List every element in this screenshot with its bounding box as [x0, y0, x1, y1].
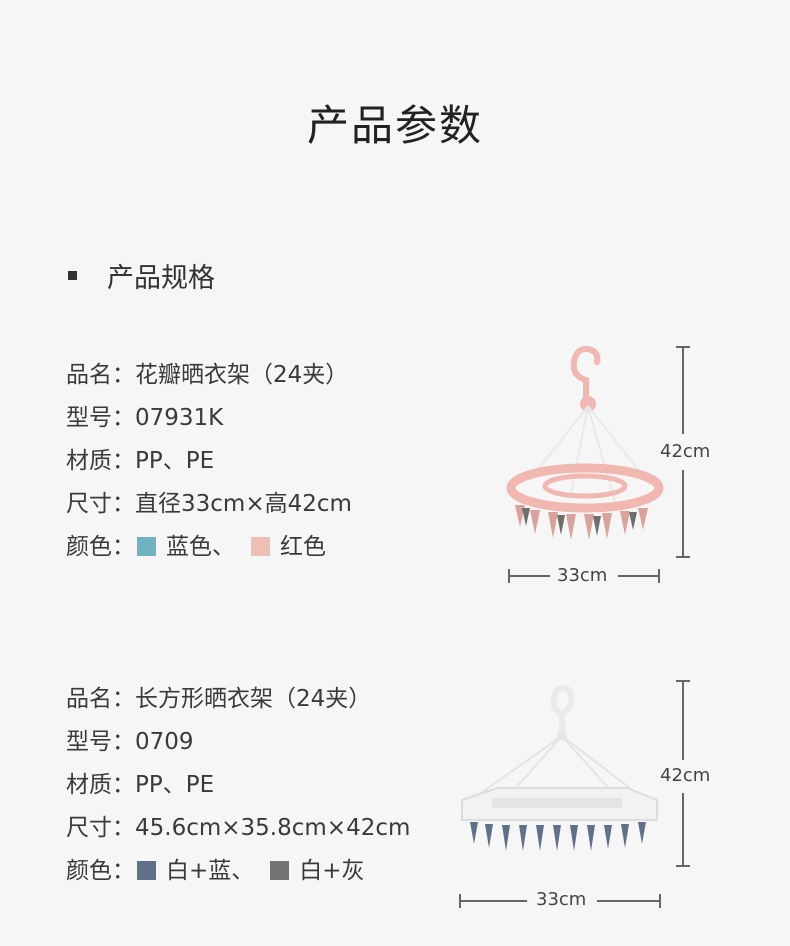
- dim-tick: [676, 556, 690, 558]
- width-dimension-line: [618, 575, 660, 577]
- material-value: PP、PE: [135, 447, 215, 474]
- color-label: 颜色：: [66, 857, 135, 884]
- model-value: 0709: [135, 728, 194, 755]
- color-label: 颜色：: [66, 533, 135, 560]
- height-dimension-line: [682, 793, 684, 867]
- spec-row-color: 颜色： 白+蓝、 白+灰: [66, 849, 410, 892]
- spec-row-color: 颜色： 蓝色、 红色: [66, 525, 352, 568]
- color-name: 蓝色、: [166, 533, 235, 560]
- width-dimension-line: [508, 575, 550, 577]
- material-value: PP、PE: [135, 771, 215, 798]
- height-dimension-line: [682, 470, 684, 558]
- section-label: 产品规格: [107, 263, 215, 294]
- model-label: 型号：: [66, 404, 135, 431]
- size-value: 直径33cm×高42cm: [135, 490, 352, 517]
- bullet-square-icon: [68, 271, 77, 280]
- material-label: 材质：: [66, 771, 135, 798]
- height-dimension-line: [682, 346, 684, 434]
- name-label: 品名：: [66, 361, 135, 388]
- model-label: 型号：: [66, 728, 135, 755]
- width-dimension-line: [597, 900, 661, 902]
- spec-row-name: 品名： 花瓣晒衣架（24夹）: [66, 353, 352, 396]
- spec-row-material: 材质： PP、PE: [66, 763, 410, 806]
- material-label: 材质：: [66, 447, 135, 474]
- color-name: 白+灰: [299, 857, 365, 884]
- name-value: 长方形晒衣架（24夹）: [135, 685, 372, 712]
- spec-row-name: 品名： 长方形晒衣架（24夹）: [66, 677, 410, 720]
- page-title: 产品参数: [306, 101, 483, 150]
- spec-row-size: 尺寸： 直径33cm×高42cm: [66, 482, 352, 525]
- color-swatch: [270, 861, 290, 880]
- color-swatch: [137, 537, 156, 556]
- width-dimension-line: [459, 900, 527, 902]
- product-spec-1: 品名： 花瓣晒衣架（24夹） 型号： 07931K 材质： PP、PE 尺寸： …: [66, 353, 352, 568]
- width-dimension-label: 33cm: [557, 565, 608, 586]
- section-heading: 产品规格: [68, 256, 215, 295]
- color-swatch: [251, 537, 270, 556]
- dim-tick: [676, 865, 690, 867]
- size-label: 尺寸：: [66, 814, 135, 841]
- name-value: 花瓣晒衣架（24夹）: [135, 361, 349, 388]
- height-dimension-label: 42cm: [660, 441, 711, 462]
- rectangular-hanger-image: [461, 684, 658, 851]
- color-swatch: [137, 861, 156, 880]
- spec-row-material: 材质： PP、PE: [66, 439, 352, 482]
- dim-tick: [658, 569, 660, 583]
- dim-tick: [659, 894, 661, 908]
- spec-row-size: 尺寸： 45.6cm×35.8cm×42cm: [66, 806, 410, 849]
- product-spec-2: 品名： 长方形晒衣架（24夹） 型号： 0709 材质： PP、PE 尺寸： 4…: [66, 677, 410, 892]
- spec-row-model: 型号： 07931K: [66, 396, 352, 439]
- height-dimension-label: 42cm: [660, 765, 711, 786]
- size-value: 45.6cm×35.8cm×42cm: [135, 814, 411, 841]
- color-name: 红色: [280, 533, 326, 560]
- model-value: 07931K: [135, 404, 224, 431]
- width-dimension-label: 33cm: [536, 889, 587, 910]
- flower-hanger-image: [506, 345, 664, 540]
- spec-row-model: 型号： 0709: [66, 720, 410, 763]
- height-dimension-line: [682, 680, 684, 760]
- color-name: 白+蓝、: [166, 857, 255, 884]
- size-label: 尺寸：: [66, 490, 135, 517]
- name-label: 品名：: [66, 685, 135, 712]
